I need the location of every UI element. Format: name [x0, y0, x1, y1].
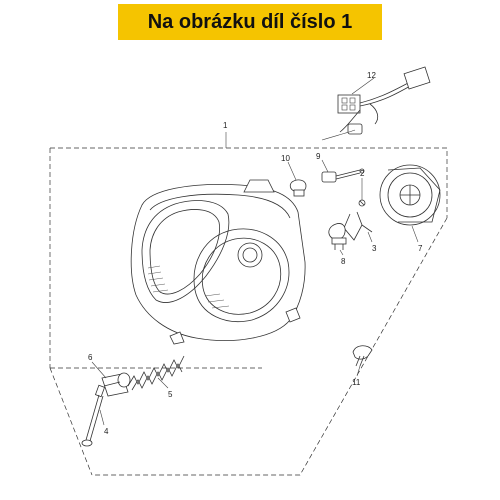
- banner-title: Na obrázku díl číslo 1: [147, 10, 353, 33]
- halogen-bulb-part-8: [328, 223, 347, 250]
- callout-9: 9: [316, 152, 321, 161]
- bulb-cover-part-7: [379, 164, 441, 226]
- callout-6: 6: [88, 353, 93, 362]
- headlight-housing: [130, 179, 306, 345]
- callout-1: 1: [223, 121, 228, 130]
- wiring-harness-part-12: [321, 66, 431, 141]
- callout-labels: 1 2 3 4 5 6 7 8 9 10 11 12: [88, 71, 423, 436]
- callout-8: 8: [341, 257, 346, 266]
- lamp-socket-part-9: [321, 168, 365, 183]
- adjust-screw-part-4: [81, 384, 106, 447]
- grommet-part-11: [352, 345, 373, 367]
- small-bulb-part-10: [289, 179, 307, 197]
- callout-2: 2: [360, 169, 365, 178]
- callout-4: 4: [104, 427, 109, 436]
- callout-11: 11: [352, 378, 361, 387]
- assembly-boundary: [49, 147, 448, 476]
- callout-12: 12: [367, 71, 376, 80]
- header-banner: Na obrázku díl číslo 1: [118, 4, 382, 40]
- callout-5: 5: [168, 390, 173, 399]
- screw-part-2: [358, 199, 366, 207]
- callout-10: 10: [281, 154, 290, 163]
- coil-spring-part-5: [127, 355, 185, 391]
- adjuster-nut-part-6: [101, 372, 131, 397]
- leader-lines: [91, 77, 419, 426]
- callout-7: 7: [418, 244, 423, 253]
- spring-clip-part-3: [343, 211, 373, 241]
- callout-3: 3: [372, 244, 377, 253]
